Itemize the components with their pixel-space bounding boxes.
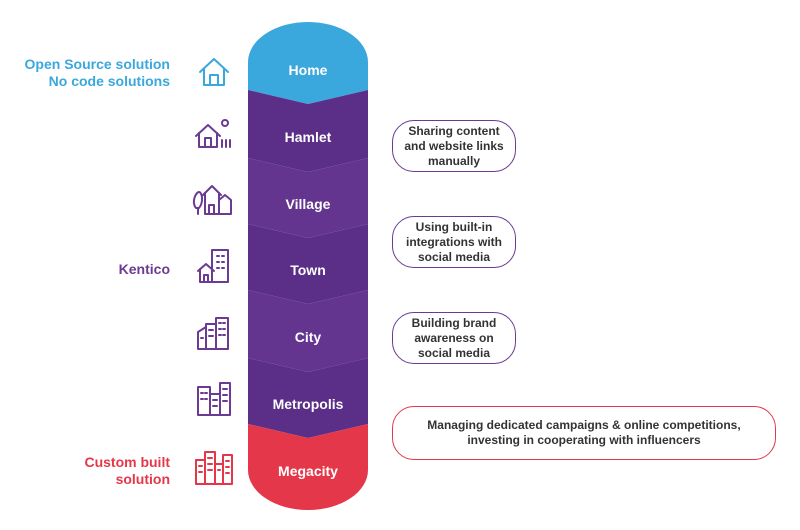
segment-village xyxy=(248,158,368,238)
custom-built-label: Custom built solution xyxy=(10,454,170,488)
custom-built-line-2: solution xyxy=(115,471,170,487)
callout-brand-awareness: Building brand awareness on social media xyxy=(392,312,516,364)
stage-column xyxy=(248,22,368,510)
segment-metropolis xyxy=(248,358,368,438)
house-with-fence-icon xyxy=(192,114,236,158)
town-icon xyxy=(192,245,236,289)
stage-town: Town xyxy=(290,262,326,278)
village-icon xyxy=(190,178,234,222)
stage-metropolis: Metropolis xyxy=(272,396,344,412)
segment-city xyxy=(248,290,368,372)
custom-built-line-1: Custom built xyxy=(84,454,170,470)
segment-hamlet xyxy=(248,90,368,172)
open-source-label: Open Source solution No code solutions xyxy=(10,56,170,90)
house-icon xyxy=(192,50,236,94)
stage-megacity: Megacity xyxy=(278,463,338,479)
city-icon xyxy=(192,312,236,356)
megacity-icon xyxy=(192,446,236,490)
stage-city: City xyxy=(294,329,322,345)
stage-hamlet: Hamlet xyxy=(284,129,332,145)
segment-town xyxy=(248,224,368,304)
kentico-label: Kentico xyxy=(118,261,170,277)
callout-dedicated-campaigns: Managing dedicated campaigns & online co… xyxy=(392,406,776,460)
callout-built-in-integrations: Using built-in integrations with social … xyxy=(392,216,516,268)
segment-home xyxy=(248,22,368,104)
open-source-line-1: Open Source solution xyxy=(24,56,170,72)
stage-village: Village xyxy=(285,196,331,212)
segment-megacity xyxy=(248,424,368,510)
open-source-line-2: No code solutions xyxy=(48,73,170,89)
callout-sharing-content: Sharing content and website links manual… xyxy=(392,120,516,172)
stage-home: Home xyxy=(288,62,328,78)
metropolis-icon xyxy=(192,378,236,422)
